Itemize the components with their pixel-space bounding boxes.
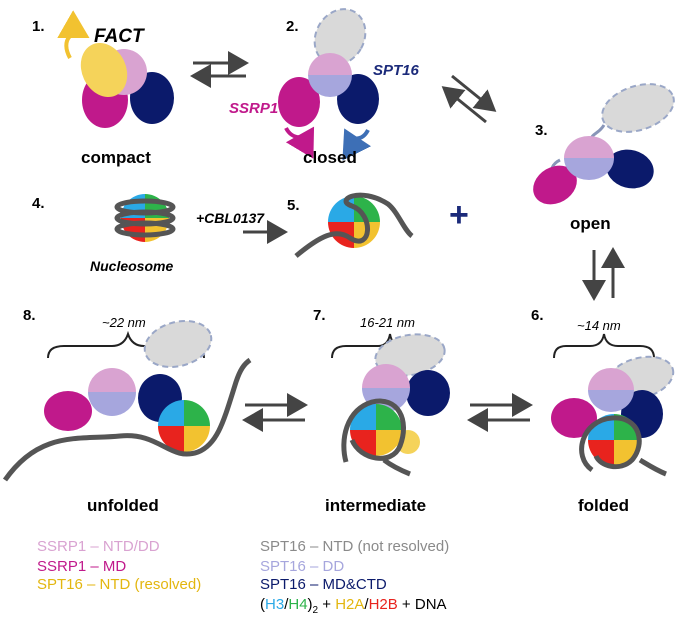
legend-slash: / [284,596,289,613]
legend-plus: + [318,596,336,613]
legend-h3: H3 [265,596,285,613]
fact-folded [551,355,675,477]
state-folded-label: folded [578,496,629,515]
equilibrium-arrows [190,51,625,432]
legend-h2b: H2B [368,596,398,613]
step-5-number: 5. [287,197,300,214]
state-intermediate-label: intermediate [325,496,427,515]
nucleosome-loosened [294,192,414,258]
rotation-arrow-icon [57,10,90,59]
cbl0137-label: +CBL0137 [196,210,265,226]
legend-ssrp1-md: SSRP1 – MD [37,558,127,575]
step-1-number: 1. [32,18,45,35]
legend-spt16-ntd-resolved: SPT16 – NTD (resolved) [37,576,202,593]
ssrp1-dd-half [564,136,614,158]
legend-ssrp1-ntd-dd: SSRP1 – NTD/DD [37,538,160,555]
nucleosome [114,194,176,242]
spt16-dd-half [564,158,614,180]
ssrp1-md-domain [278,77,320,127]
state-unfolded-label: unfolded [87,496,159,515]
state-open-label: open [570,214,611,233]
fact-unfolded [2,319,252,482]
legend-dna: + DNA [397,596,447,613]
legend-paren: ( [260,596,265,613]
nucleosome-label: Nucleosome [90,258,174,274]
spt16-dd-half [308,75,352,97]
step-8-number: 8. [23,307,36,324]
spt16-label: SPT16 [373,62,419,79]
size-folded: ~14 nm [577,318,621,333]
legend-paren-close: ) [307,596,313,613]
spt16-md-ctd-domain [606,149,654,189]
fact-open [533,83,675,205]
legend-spt16-md-ctd: SPT16 – MD&CTD [260,576,387,593]
legend-slash: / [364,596,369,613]
step-3-number: 3. [535,122,548,139]
ssrp1-label: SSRP1 [229,100,279,117]
ssrp1-dd-half [308,53,352,75]
plus-sign: + [449,196,469,234]
legend-spt16-dd: SPT16 – DD [260,558,345,575]
size-intermediate: 16-21 nm [360,315,415,330]
legend-h2a: H2A [335,596,365,613]
size-unfolded: ~22 nm [102,315,146,330]
fact-label: FACT [94,26,144,47]
legend-h4: H4 [288,596,308,613]
step-6-number: 6. [531,307,544,324]
fact-closed [278,8,379,161]
spt16-ntd-unresolved-domain [601,83,675,133]
state-compact-label: compact [81,148,151,167]
fact-intermediate [341,333,450,477]
legend-histones-dna: (H3/H4)2 + H2A/H2B + DNA [260,596,447,616]
step-2-number: 2. [286,18,299,35]
legend-subscript: 2 [312,605,319,616]
step-4-number: 4. [32,195,45,212]
size-braces [47,330,655,359]
spt16-ntd-resolved-domain [80,42,128,98]
brace-folded [553,333,655,359]
ssrp1-md-domain [533,165,577,205]
step-7-number: 7. [313,307,326,324]
fact-compact [57,10,174,128]
rotation-arrow-icon [342,128,372,161]
state-closed-label: closed [303,148,357,167]
legend-spt16-ntd-not-resolved: SPT16 – NTD (not resolved) [260,538,450,555]
rotation-arrow-icon [284,126,315,159]
